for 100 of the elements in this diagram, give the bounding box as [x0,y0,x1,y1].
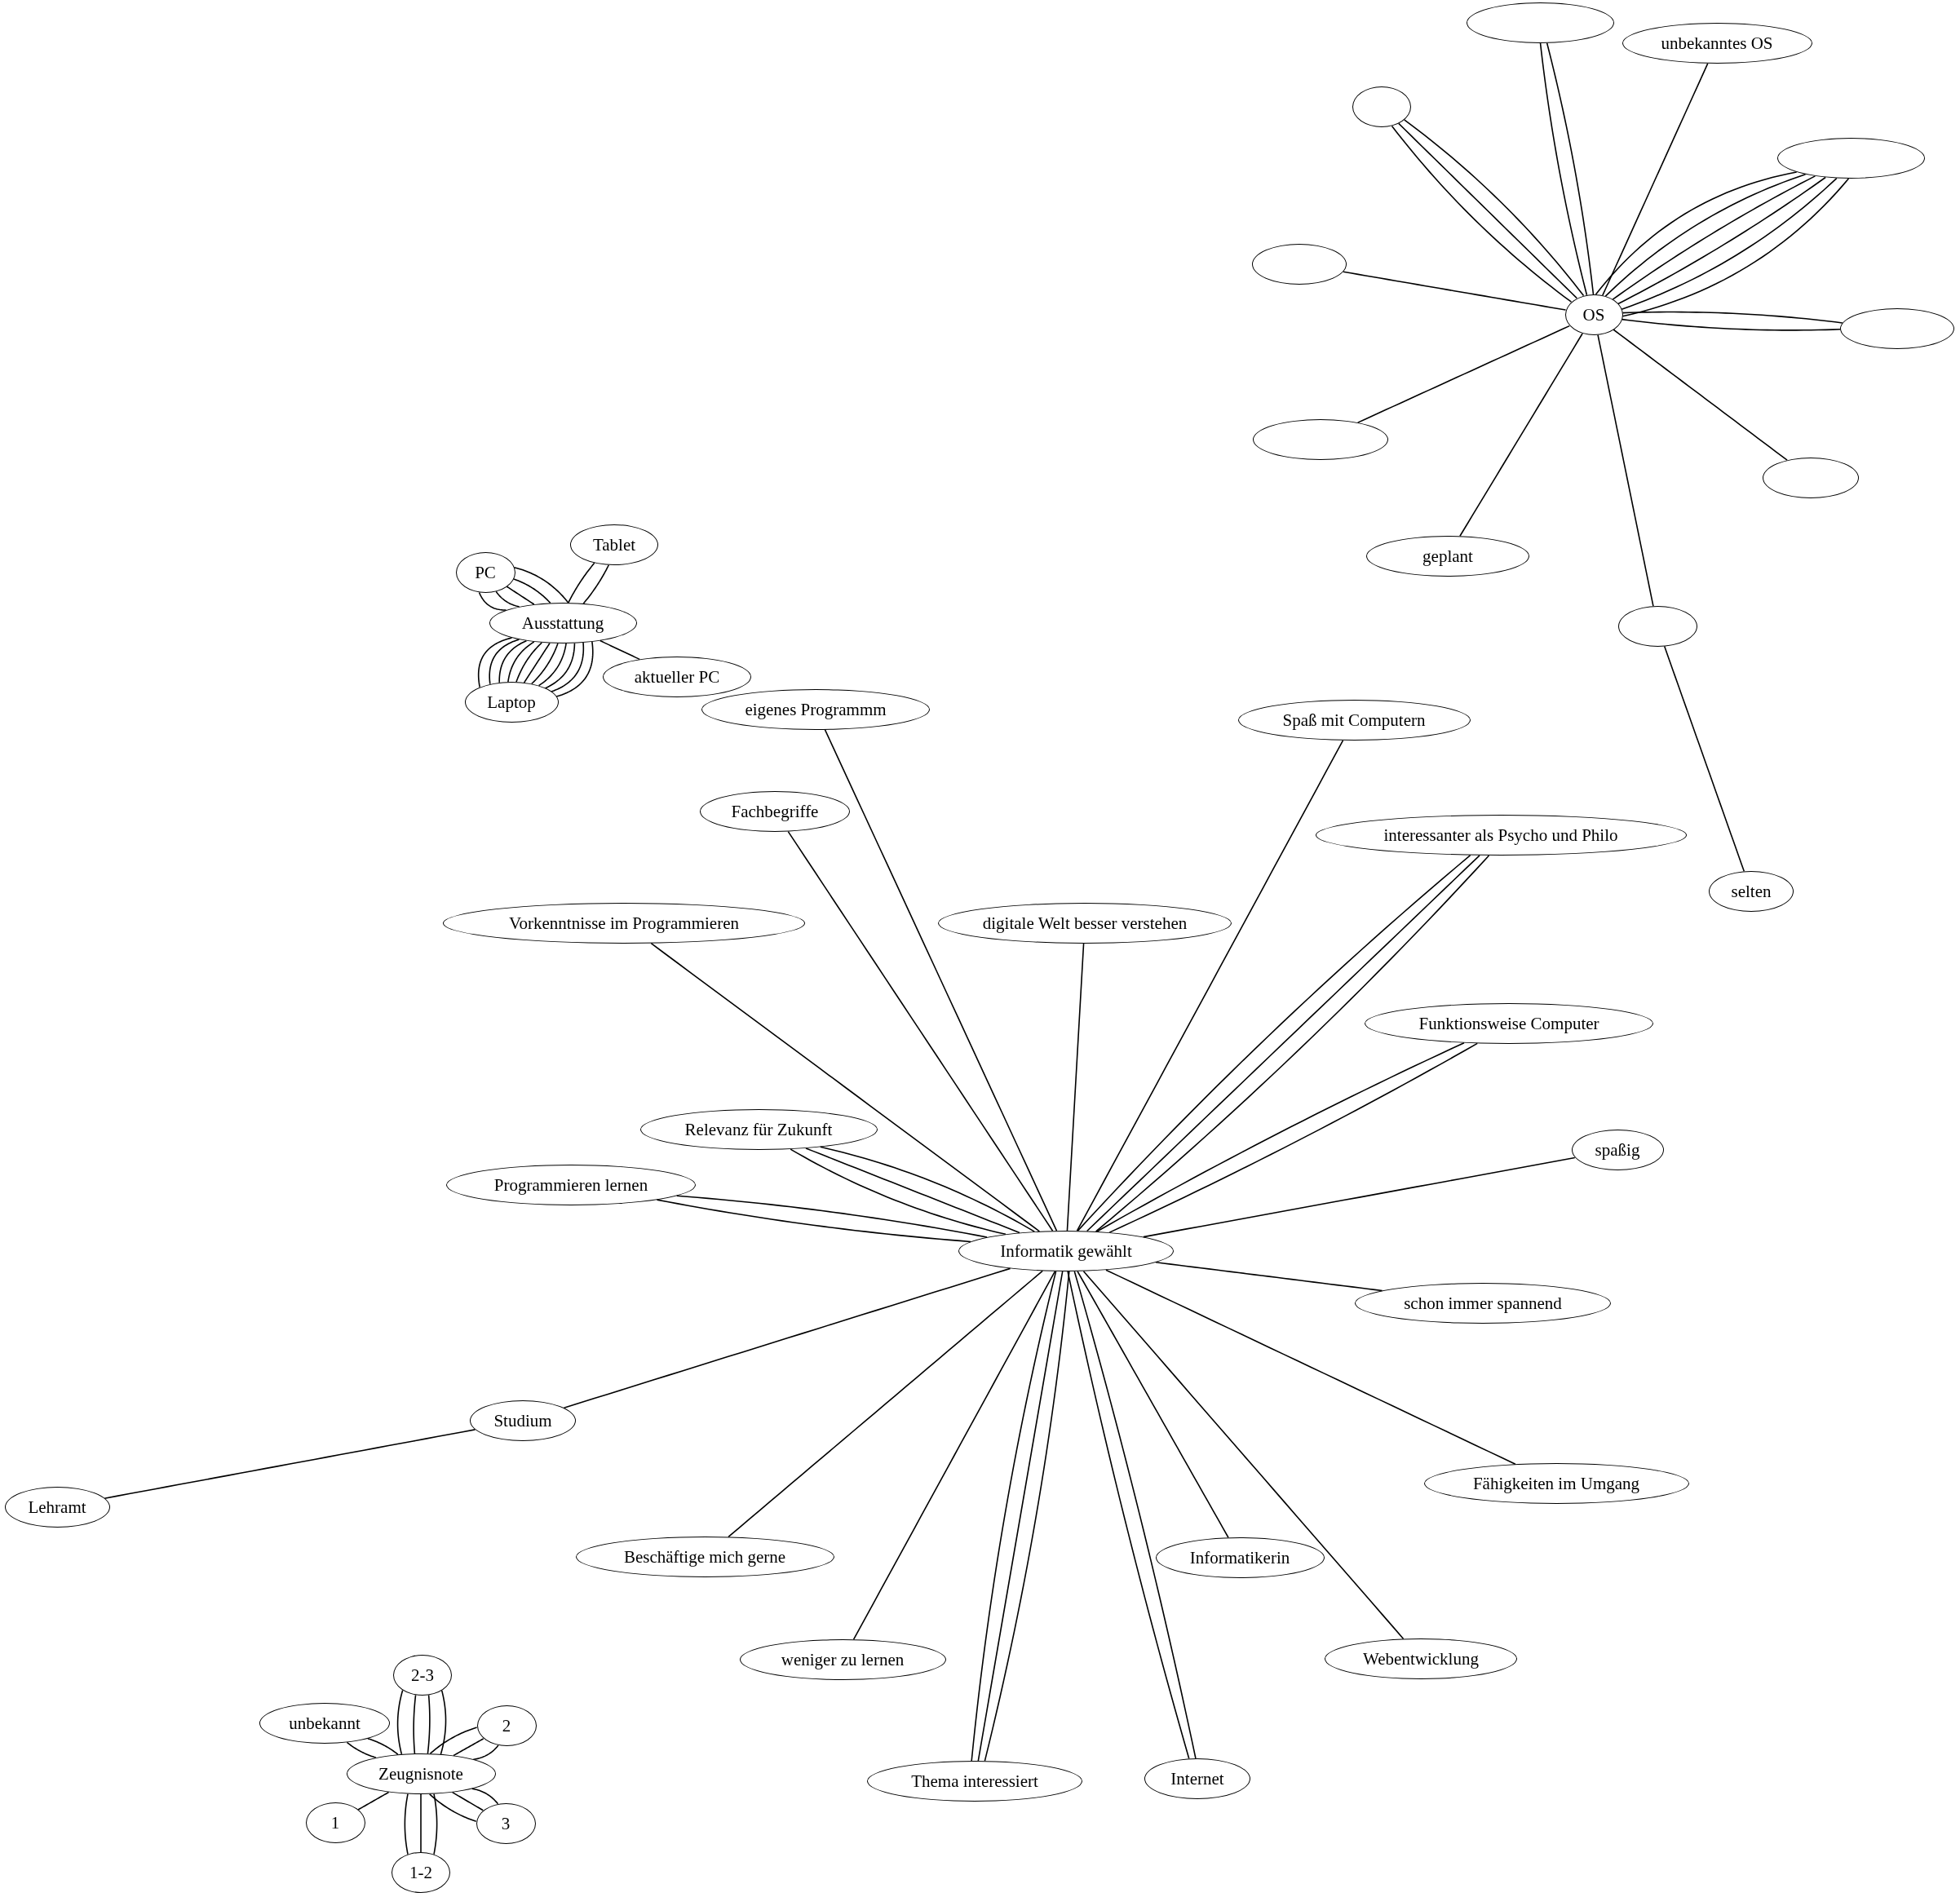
connector-line [1613,329,1788,461]
connector-line [451,1791,484,1811]
connector-line [568,562,595,604]
node-label: Lehramt [28,1497,86,1518]
node-label: interessanter als Psycho und Philo [1383,825,1618,846]
node-label: Programmieren lernen [493,1174,648,1196]
connector-line [852,1271,1056,1640]
node-label: weniger zu lernen [781,1649,905,1670]
node-label: 3 [501,1813,511,1834]
node-label: digitale Welt besser verstehen [982,913,1188,934]
connector-line [551,642,585,692]
connector-line [506,586,535,605]
connector-line [472,1744,499,1760]
node-label: Fachbegriffe [731,801,819,822]
connector-line [396,1689,404,1755]
connector-line [1105,1269,1516,1465]
connector-line [427,1694,431,1754]
node-label: 1-2 [409,1862,432,1883]
node-label: PC [475,562,496,583]
connector-line [453,1738,484,1757]
node-label: Thema interessiert [911,1771,1038,1792]
connector-line [367,1737,399,1755]
connector-line [787,830,1054,1232]
connector-line [420,1793,422,1853]
connector-line [1077,1271,1229,1539]
connector-line [429,1727,478,1754]
connector-line [1539,42,1588,296]
connector-line [1343,271,1567,311]
connector-line [428,1793,477,1823]
connector-line [104,1429,476,1499]
connector-line [478,591,507,611]
node-label: spaßig [1595,1139,1640,1161]
node-label: geplant [1422,546,1473,567]
connector-line [1143,1156,1576,1238]
connector-line [495,590,520,608]
connector-line [433,1793,438,1855]
connector-line [563,1267,1011,1409]
connector-line [513,566,569,604]
connector-line [599,639,640,661]
node-label: Spaß mit Computern [1282,710,1426,731]
node-label: aktueller PC [634,666,720,688]
connector-line [1356,325,1570,423]
node-label: schon immer spannend [1404,1293,1562,1314]
node-label: Zeugnisnote [378,1763,463,1784]
connector-line [512,578,551,604]
connector-line [538,643,567,687]
connector-line [1082,1270,1405,1640]
connector-line [1459,333,1583,537]
node-label: 2-3 [411,1665,434,1686]
node-label: OS [1582,304,1605,325]
connector-line [582,564,610,604]
connector-line [1155,1262,1383,1292]
connector-line [819,1146,1036,1232]
connector-line [531,643,559,685]
node-label: Informatikerin [1189,1547,1290,1568]
node-label: Funktionsweise Computer [1418,1013,1599,1034]
connector-line [413,1694,417,1754]
node-label: Studium [493,1410,552,1431]
node-label: unbekanntes OS [1661,33,1773,54]
node-label: selten [1731,881,1772,902]
connector-line [656,1199,971,1243]
connector-line [555,641,594,697]
connector-line [1602,63,1709,296]
connector-line [346,1741,377,1758]
connector-line [1597,334,1654,607]
connector-line [728,1270,1043,1538]
node-label: 2 [502,1715,511,1736]
node-label: Fähigkeiten im Umgang [1472,1473,1640,1494]
node-label: 1 [330,1812,340,1833]
connector-line [675,1195,988,1238]
connector-line [489,639,520,685]
node-label: Webentwicklung [1363,1648,1479,1669]
node-label: Ausstattung [521,612,604,634]
connector-line [1066,943,1085,1232]
connector-line [357,1791,390,1811]
node-label: Internet [1170,1768,1224,1789]
node-label: Vorkenntnisse im Programmieren [509,913,739,934]
connector-line [404,1793,409,1855]
node-label: Relevanz für Zukunft [684,1119,833,1140]
node-label: Informatik gewählt [1000,1240,1132,1262]
connector-line [471,1788,499,1805]
node-label: Laptop [487,692,536,713]
node-label: Tablet [592,534,636,555]
connector-line [1622,311,1843,324]
connector-line [1621,318,1841,331]
connector-line [650,942,1041,1232]
node-label: unbekannt [289,1713,361,1734]
node-label: Beschäftige mich gerne [623,1546,786,1568]
connector-line [523,642,551,683]
connector-line [507,641,535,683]
connector-line [477,637,513,688]
connector-line [440,1690,447,1755]
connector-line [824,729,1058,1232]
connector-line [1546,42,1595,295]
node-label: eigenes Programmm [745,699,887,720]
connector-line [544,642,576,689]
connector-line [1663,645,1745,873]
connector-line [1076,740,1344,1232]
connector-line [515,642,543,683]
connector-line [498,639,528,683]
